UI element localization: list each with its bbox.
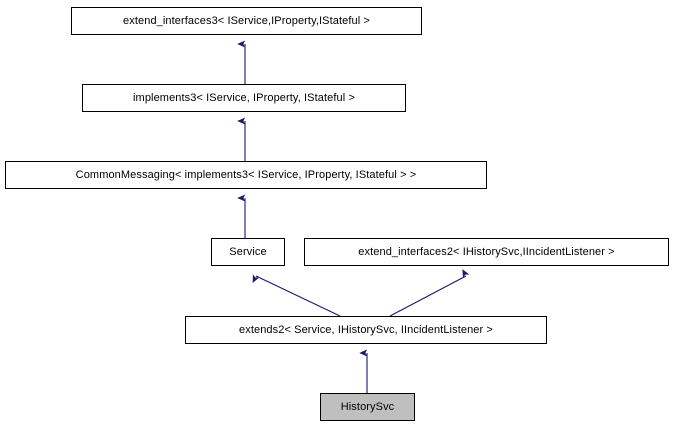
- node-label: implements3< IService, IProperty, IState…: [133, 91, 355, 104]
- node-extend-interfaces3[interactable]: extend_interfaces3< IService,IProperty,I…: [71, 7, 422, 35]
- node-extend-interfaces2[interactable]: extend_interfaces2< IHistorySvc,IInciden…: [304, 238, 669, 266]
- node-label: HistorySvc: [340, 400, 395, 413]
- node-extends2[interactable]: extends2< Service, IHistorySvc, IInciden…: [185, 316, 547, 344]
- node-label: CommonMessaging< implements3< IService, …: [75, 168, 417, 181]
- edge-extends2-to-service: [252, 274, 341, 317]
- node-implements3[interactable]: implements3< IService, IProperty, IState…: [82, 84, 406, 112]
- node-label: Service: [229, 245, 267, 258]
- node-common-messaging[interactable]: CommonMessaging< implements3< IService, …: [5, 161, 487, 189]
- node-label: extends2< Service, IHistorySvc, IInciden…: [239, 323, 493, 336]
- node-label: extend_interfaces3< IService,IProperty,I…: [123, 14, 370, 27]
- edge-extends2-to-extend_interfaces2: [389, 269, 470, 317]
- node-label: extend_interfaces2< IHistorySvc,IInciden…: [358, 245, 615, 258]
- node-history-svc[interactable]: HistorySvc: [320, 393, 415, 421]
- node-service[interactable]: Service: [211, 238, 285, 266]
